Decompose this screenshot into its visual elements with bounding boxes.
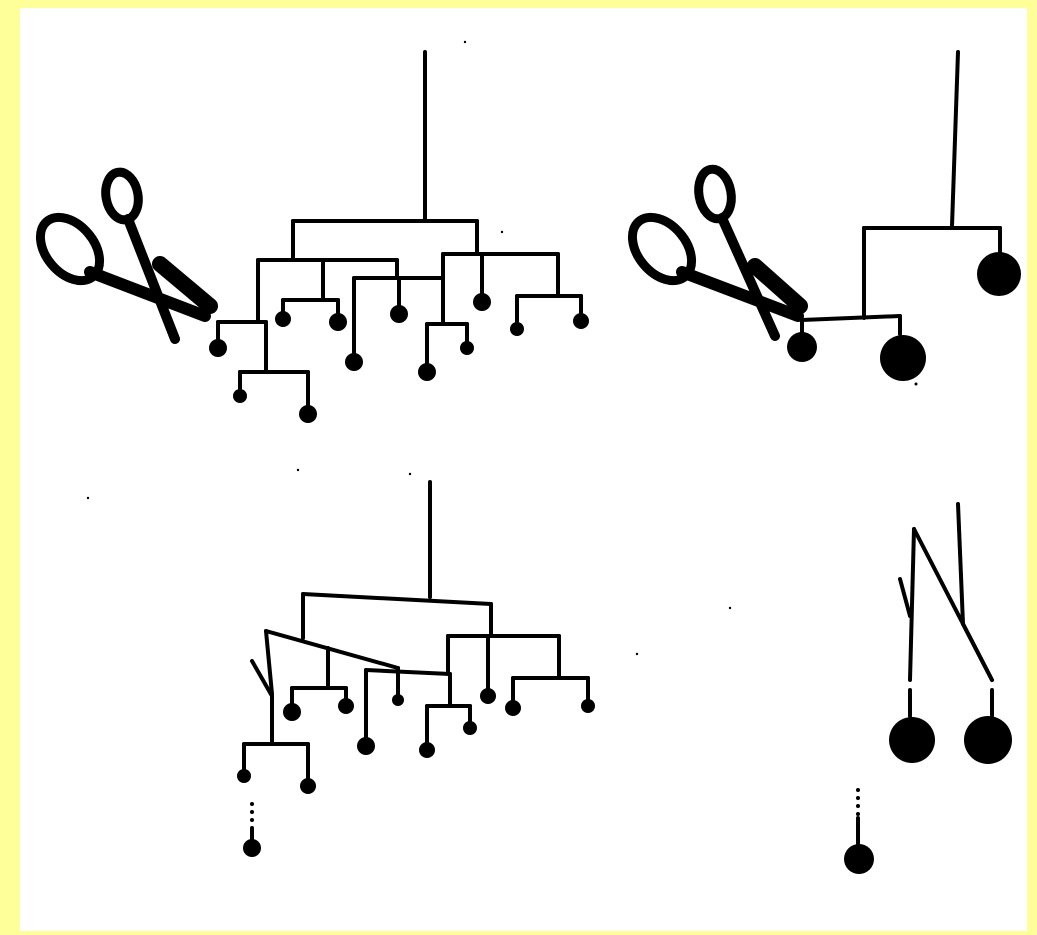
mobile-tree-bottom-right	[844, 502, 1012, 874]
mobile-tree-top-left	[209, 50, 589, 423]
scissors-icon	[35, 167, 218, 344]
panel-top-right	[627, 50, 1021, 381]
figure-canvas	[20, 8, 1027, 931]
mobile-diagram	[35, 40, 1021, 874]
mobile-tree-bottom-left	[237, 480, 595, 857]
mobile-tree-top-right	[787, 50, 1021, 381]
panel-top-left	[35, 50, 589, 423]
panel-bottom-left	[237, 480, 595, 857]
scissors-icon	[627, 164, 808, 341]
panel-bottom-right	[844, 502, 1012, 874]
